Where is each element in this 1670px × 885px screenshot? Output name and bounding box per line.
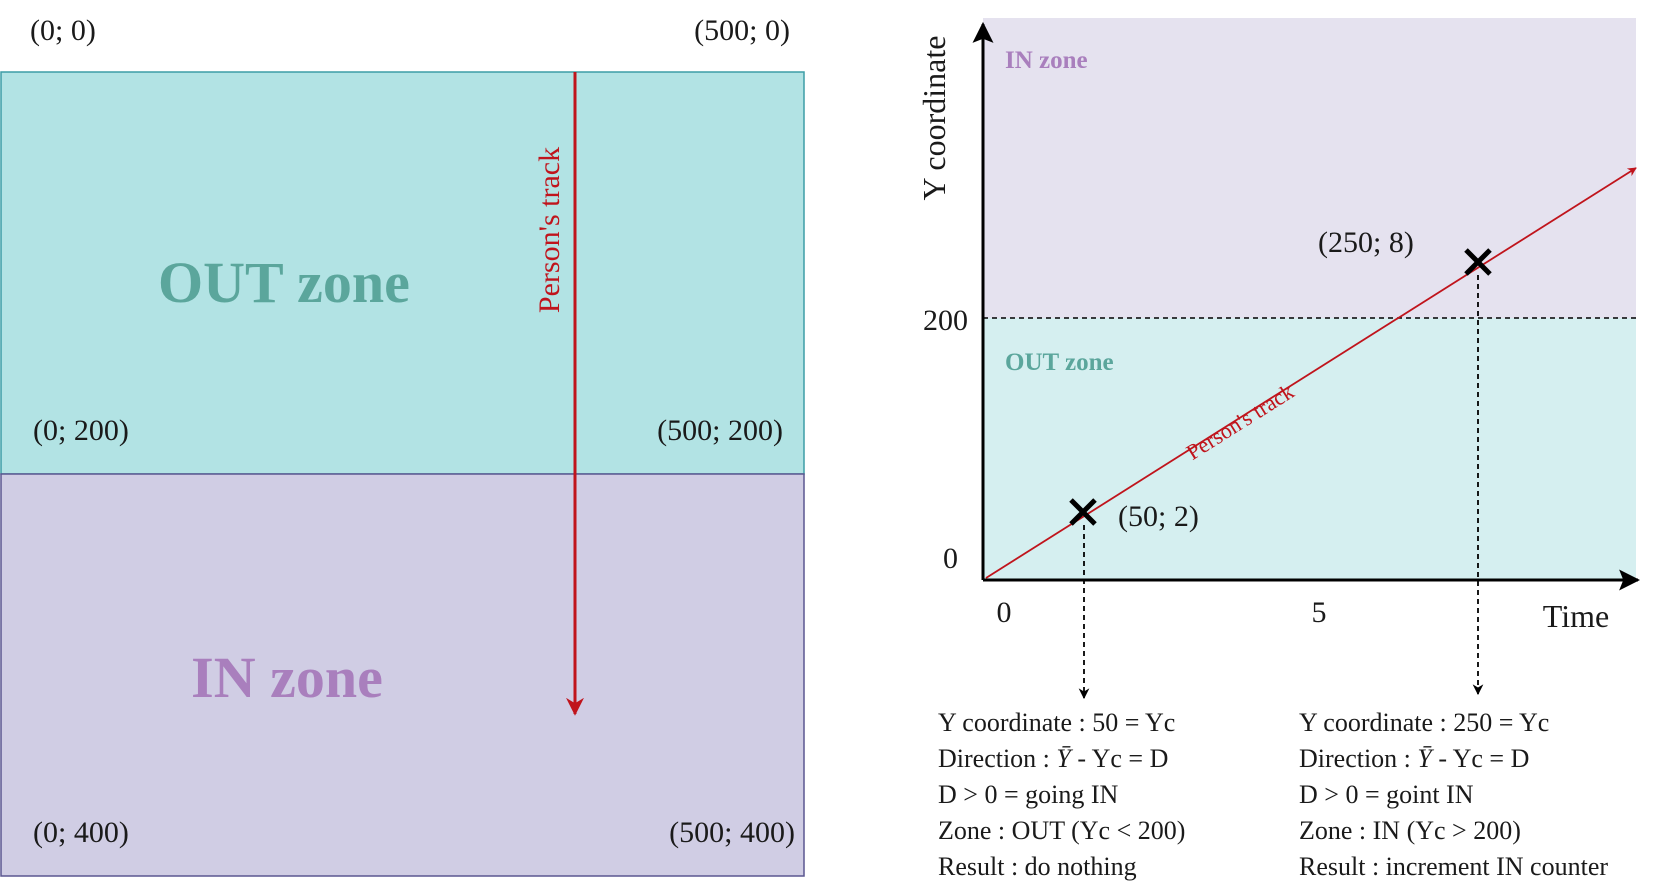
- y-axis-label: Y coordinate: [916, 36, 952, 201]
- note-2-direction-suffix: - Yc = D: [1431, 744, 1530, 773]
- note-2-zone-line: Zone : IN (Yc > 200): [1299, 816, 1521, 845]
- note-2-direction-prefix: Direction :: [1299, 744, 1418, 773]
- corner-top-right: (500; 0): [694, 14, 790, 47]
- note-point-1: Y coordinate : 50 = Yc Direction : Ȳ - Y…: [938, 705, 1185, 885]
- x-axis-label: Time: [1543, 598, 1609, 634]
- note-2-result-line: Result : increment IN counter: [1299, 852, 1609, 881]
- note-2-y-line: Y coordinate : 250 = Yc: [1299, 708, 1550, 737]
- x-tick-5: 5: [1312, 596, 1327, 629]
- right-panel: IN zone OUT zone Y coordinate Time 0 200…: [916, 18, 1641, 700]
- point-1-label: (50; 2): [1118, 500, 1199, 533]
- corner-mid-left: (0; 200): [33, 414, 129, 447]
- chart-in-zone: [983, 18, 1636, 318]
- note-2-ybar-symbol: Ȳ: [1417, 744, 1432, 773]
- corner-top-left: (0; 0): [30, 14, 96, 47]
- out-zone-rect: [0, 71, 805, 475]
- note-1-result-line: Result : do nothing: [938, 852, 1137, 881]
- note-1-direction-prefix: Direction :: [938, 744, 1057, 773]
- chart-out-zone-label: OUT zone: [1005, 349, 1114, 376]
- left-track-label: Person's track: [533, 147, 566, 313]
- note-point-2: Y coordinate : 250 = Yc Direction : Ȳ - …: [1299, 705, 1608, 885]
- note-1-y-line: Y coordinate : 50 = Yc: [938, 708, 1176, 737]
- x-tick-0: 0: [997, 596, 1012, 629]
- note-2-direction-line: Direction : Ȳ - Yc = D: [1299, 741, 1608, 777]
- point-2-label: (250; 8): [1318, 226, 1414, 259]
- corner-bottom-left: (0; 400): [33, 816, 129, 849]
- left-panel: (0; 0) (500; 0) (0; 200) (500; 200) (0; …: [0, 14, 805, 877]
- point-2-marker: [1464, 248, 1492, 276]
- corner-mid-right: (500; 200): [657, 414, 783, 447]
- note-1-d-line: D > 0 = going IN: [938, 780, 1119, 809]
- in-zone-label: IN zone: [191, 645, 383, 710]
- y-tick-0: 0: [943, 542, 958, 575]
- note-1-direction-line: Direction : Ȳ - Yc = D: [938, 741, 1185, 777]
- out-zone-label: OUT zone: [158, 250, 410, 315]
- chart-in-zone-label: IN zone: [1005, 47, 1088, 74]
- corner-bottom-right: (500; 400): [669, 816, 795, 849]
- y-tick-200: 200: [923, 304, 968, 337]
- point-1-marker: [1069, 498, 1097, 526]
- note-1-direction-suffix: - Yc = D: [1070, 744, 1169, 773]
- chart-out-zone: [983, 318, 1636, 580]
- note-1-ybar-symbol: Ȳ: [1056, 744, 1071, 773]
- in-zone-rect: [0, 473, 805, 877]
- note-2-d-line: D > 0 = goint IN: [1299, 780, 1474, 809]
- chart-track-line: [985, 167, 1637, 579]
- note-1-zone-line: Zone : OUT (Yc < 200): [938, 816, 1186, 845]
